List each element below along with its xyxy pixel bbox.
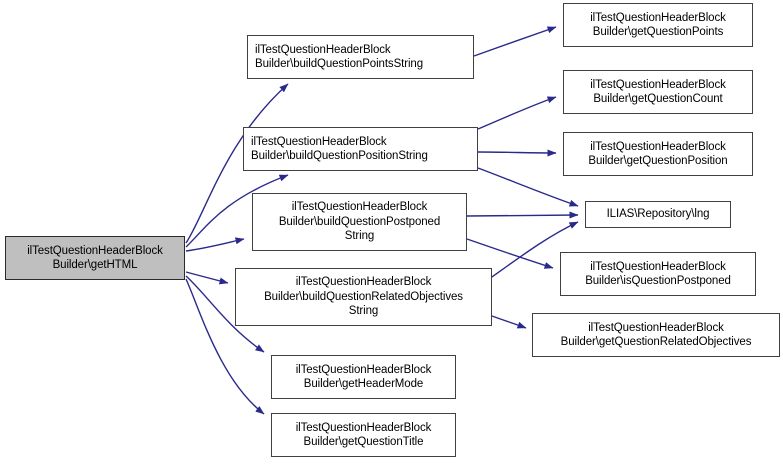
graph-node-buildQuestionPositionString[interactable]: ilTestQuestionHeaderBlock Builder\buildQ… [243,127,478,171]
call-edge-getHTML-to-buildQuestionRelatedObjectivesString [185,271,229,285]
call-edge-buildQuestionPostponedString-to-isQuestionPostponed [466,238,554,269]
call-edge-buildQuestionPostponedString-to-lng [466,211,579,219]
graph-node-getQuestionPoints[interactable]: ilTestQuestionHeaderBlock Builder\getQue… [563,3,753,47]
graph-node-getQuestionCount[interactable]: ilTestQuestionHeaderBlock Builder\getQue… [563,70,753,114]
graph-node-lng[interactable]: ILIAS\Repository\lng [585,201,731,228]
call-edge-buildQuestionPointsString-to-getQuestionPoints [473,26,557,57]
call-edge-buildQuestionPositionString-to-getQuestionCount [477,96,557,130]
call-edge-getHTML-to-buildQuestionPostponedString [185,237,245,252]
graph-node-buildQuestionPointsString[interactable]: ilTestQuestionHeaderBlock Builder\buildQ… [247,35,474,79]
graph-node-getHTML[interactable]: ilTestQuestionHeaderBlock Builder\getHTM… [5,236,185,280]
graph-node-buildQuestionPostponedString[interactable]: ilTestQuestionHeaderBlock Builder\buildQ… [252,193,467,251]
graph-node-getQuestionPosition[interactable]: ilTestQuestionHeaderBlock Builder\getQue… [563,132,753,176]
call-edge-buildQuestionRelatedObjectivesString-to-getQuestionRelatedObjectives [491,315,527,329]
graph-node-getHeaderMode[interactable]: ilTestQuestionHeaderBlock Builder\getHea… [271,355,456,399]
graph-node-getQuestionTitle[interactable]: ilTestQuestionHeaderBlock Builder\getQue… [271,413,456,457]
call-edge-buildQuestionPositionString-to-getQuestionPosition [477,149,557,157]
graph-node-isQuestionPostponed[interactable]: ilTestQuestionHeaderBlock Builder\isQues… [560,252,756,296]
graph-node-buildQuestionRelatedObjectivesString[interactable]: ilTestQuestionHeaderBlock Builder\buildQ… [235,268,492,326]
graph-node-getQuestionRelatedObjectives[interactable]: ilTestQuestionHeaderBlock Builder\getQue… [532,313,780,357]
